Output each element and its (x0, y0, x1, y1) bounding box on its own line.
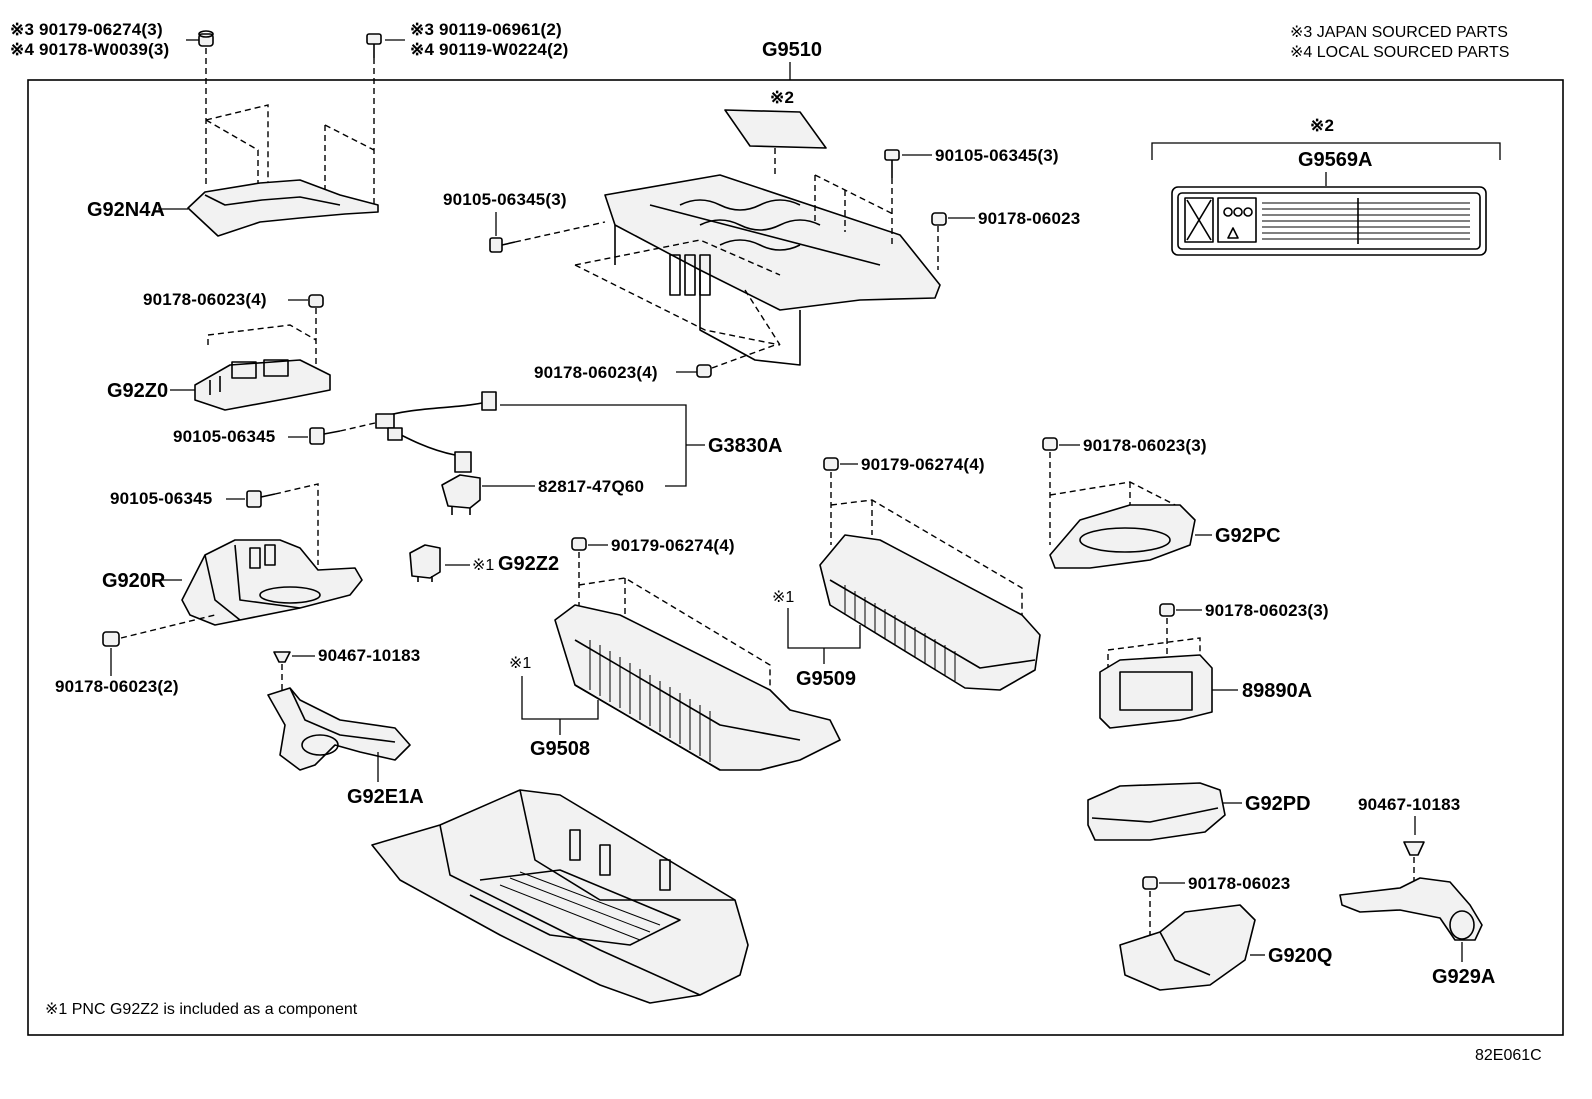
label-stack2-mark: ※1 (772, 589, 794, 606)
label-connector-clip: 82817-47Q60 (538, 477, 644, 496)
label-clip-duct: 90467-10183 (318, 646, 420, 665)
battery-stack-g9508 (554, 604, 841, 771)
label-nut-stack2: 90179-06274(4) (861, 455, 985, 474)
nut-icon (696, 364, 712, 378)
label-clip-g92z2-mark: ※1 (472, 557, 494, 574)
callout-top-left-nut-jp: ※3 90179-06274(3) (10, 20, 163, 39)
label-nut-g920q: 90178-06023 (1188, 874, 1290, 893)
label-relay-block-g92z0: G92Z0 (107, 380, 168, 402)
connector-clip-icon (441, 474, 481, 515)
cover-g92n4a (187, 179, 379, 237)
note-japan-sourced: ※3 JAPAN SOURCED PARTS (1290, 24, 1508, 41)
label-nut-g92z0: 90178-06023(4) (143, 290, 267, 309)
label-nut-g920r: 90178-06023(2) (55, 677, 179, 696)
label-nut-cover-right: 90178-06023 (978, 209, 1080, 228)
label-bracket-g920r: G920R (102, 570, 166, 592)
wire-harness-g3830a (375, 391, 497, 473)
nut-icon (931, 212, 947, 226)
battery-tray (371, 789, 749, 1004)
callout-top-bolt-local: ※4 90119-W0224(2) (410, 40, 568, 59)
main-cover-g9510 (604, 174, 941, 366)
ecu-89890a (1099, 654, 1213, 729)
label-nut-ecu: 90178-06023(3) (1205, 601, 1329, 620)
nut-icon (102, 631, 120, 647)
label-cover-g92pd: G92PD (1245, 793, 1311, 815)
label-main-assembly: G9510 (762, 39, 822, 61)
label-clip-g92z2: G92Z2 (498, 553, 559, 575)
label-nut-g92pc: 90178-06023(3) (1083, 436, 1207, 455)
note-local-sourced: ※4 LOCAL SOURCED PARTS (1290, 44, 1509, 61)
battery-stack-g9509 (819, 534, 1041, 691)
diagram-code: 82E061C (1475, 1047, 1542, 1064)
relay-block-g92z0 (194, 359, 331, 411)
label-nut-stack1: 90179-06274(4) (611, 536, 735, 555)
callout-top-bolt-jp: ※3 90119-06961(2) (410, 20, 562, 39)
label-bolt-cover-left: 90105-06345(3) (443, 190, 567, 209)
label-duct-g929a: G929A (1432, 966, 1495, 988)
label-stack-g9508: G9508 (530, 738, 590, 760)
bolt-icon (309, 427, 341, 445)
nut-icon (1159, 603, 1175, 617)
nut-icon (198, 30, 214, 47)
clip-icon (273, 651, 291, 663)
label-duct-g920q: G920Q (1268, 945, 1332, 967)
label-stack1-mark: ※1 (509, 655, 531, 672)
duct-g920q (1119, 904, 1256, 991)
duct-g92e1a (267, 687, 411, 771)
label-clip-g929a: 90467-10183 (1358, 795, 1460, 814)
footnote-g92z2: ※1 PNC G92Z2 is included as a component (45, 1001, 358, 1018)
label-stack-g9509: G9509 (796, 668, 856, 690)
nut-icon (1142, 876, 1158, 890)
label-cover-g92pc: G92PC (1215, 525, 1281, 547)
label-mark2-top: ※2 (770, 88, 794, 107)
label-ecu-89890a: 89890A (1242, 680, 1312, 702)
label-cover-g92n4a: G92N4A (87, 199, 165, 221)
cover-g92pd (1087, 782, 1226, 841)
duct-g929a (1339, 877, 1483, 941)
bracket-g920r (181, 539, 363, 626)
label-plate-icon (1171, 186, 1487, 256)
nut-icon (1042, 437, 1058, 451)
bolt-icon (489, 237, 516, 253)
label-wire-harness-g3830a: G3830A (708, 435, 783, 457)
nut-icon (308, 294, 324, 308)
cover-g92pc (1049, 504, 1196, 569)
diagram-frame (27, 79, 1564, 1036)
label-mark2: ※2 (1310, 116, 1334, 135)
bolt-icon (246, 490, 276, 508)
clip-g92z2-icon (409, 544, 441, 582)
callout-top-left-nut-local: ※4 90178-W0039(3) (10, 40, 169, 59)
nut-icon (823, 457, 839, 471)
label-nut-cover-bottom: 90178-06023(4) (534, 363, 658, 382)
label-duct-g92e1a: G92E1A (347, 786, 424, 808)
clip-icon (1403, 841, 1425, 856)
sticker-icon (724, 109, 827, 149)
label-bolt-wire: 90105-06345 (173, 427, 275, 446)
bolt-icon (884, 149, 900, 178)
bolt-icon (366, 33, 382, 58)
nut-icon (571, 537, 587, 551)
label-bolt-cover-right: 90105-06345(3) (935, 146, 1059, 165)
label-bolt-bracket: 90105-06345 (110, 489, 212, 508)
label-plate-g9569a: G9569A (1298, 149, 1373, 171)
